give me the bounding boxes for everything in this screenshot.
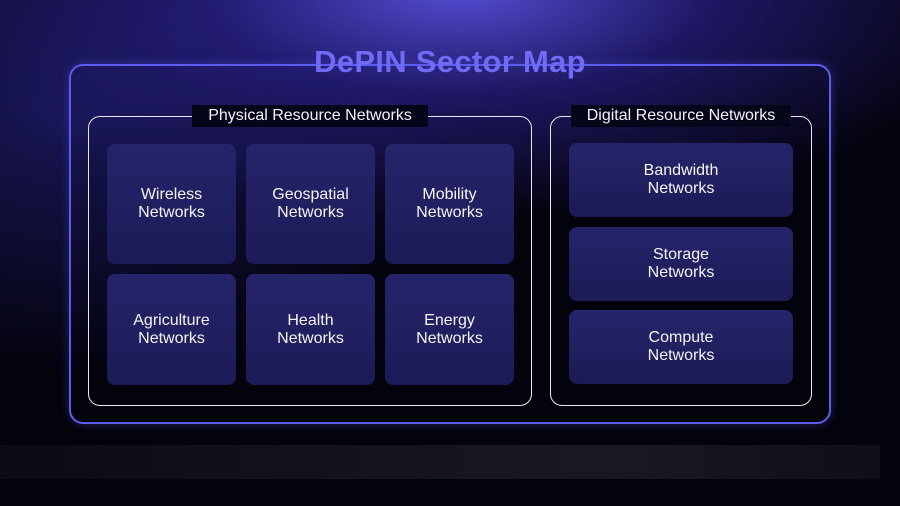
- cell-storage-networks: Storage Networks: [569, 227, 793, 301]
- cell-health-networks: Health Networks: [246, 274, 375, 385]
- cell-agriculture-networks: Agriculture Networks: [107, 274, 236, 385]
- digital-group-label: Digital Resource Networks: [570, 105, 792, 127]
- sector-map-frame: [69, 64, 831, 424]
- digital-resource-networks-group: Digital Resource Networks: [550, 105, 812, 406]
- cell-energy-networks: Energy Networks: [385, 274, 514, 385]
- physical-group-label: Physical Resource Networks: [192, 105, 428, 127]
- cell-bandwidth-networks: Bandwidth Networks: [569, 143, 793, 217]
- physical-resource-networks-group: Physical Resource Networks: [88, 105, 532, 406]
- bottom-strip: [0, 445, 880, 479]
- cell-wireless-networks: Wireless Networks: [107, 144, 236, 264]
- cell-geospatial-networks: Geospatial Networks: [246, 144, 375, 264]
- cell-mobility-networks: Mobility Networks: [385, 144, 514, 264]
- cell-compute-networks: Compute Networks: [569, 310, 793, 384]
